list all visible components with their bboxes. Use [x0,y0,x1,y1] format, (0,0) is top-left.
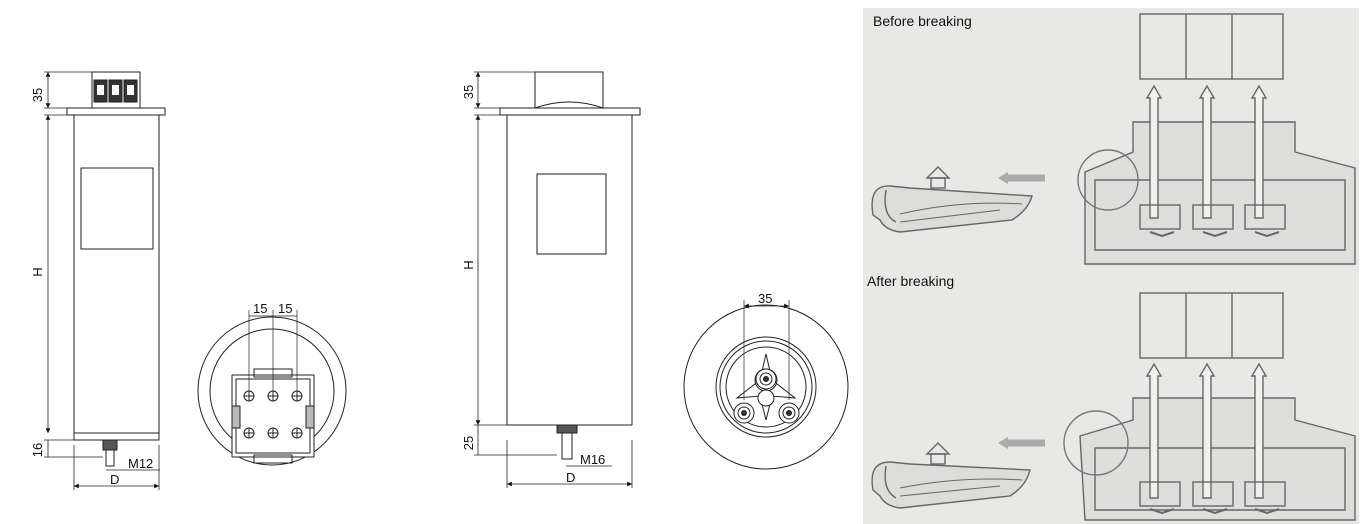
d1-height-dim: H [30,267,45,276]
breaking-mechanism-illustration [863,8,1359,524]
capacitor-2-top-view [683,300,849,470]
d2-diameter-label: D [566,470,575,485]
d1-top-dim: 35 [30,88,45,102]
d2-bottom-dim: 25 [461,436,476,450]
capacitor-1-side-view [44,71,166,490]
d1-thread-label: M12 [128,456,153,471]
d2-thread-label: M16 [580,452,605,467]
before-breaking-label: Before breaking [873,13,972,29]
d2-height-dim: H [461,260,476,269]
d2-top-dim: 35 [461,85,476,99]
capacitor-1-top-view [197,310,347,466]
d1-diameter-label: D [110,472,119,487]
d1-spacing-left: 15 [253,301,267,316]
after-breaking-label: After breaking [867,273,955,289]
d1-bottom-dim: 16 [30,443,45,457]
capacitor-2-side-view [474,71,641,488]
d1-spacing-right: 15 [278,301,292,316]
d2-spacing-label: 35 [758,291,772,306]
